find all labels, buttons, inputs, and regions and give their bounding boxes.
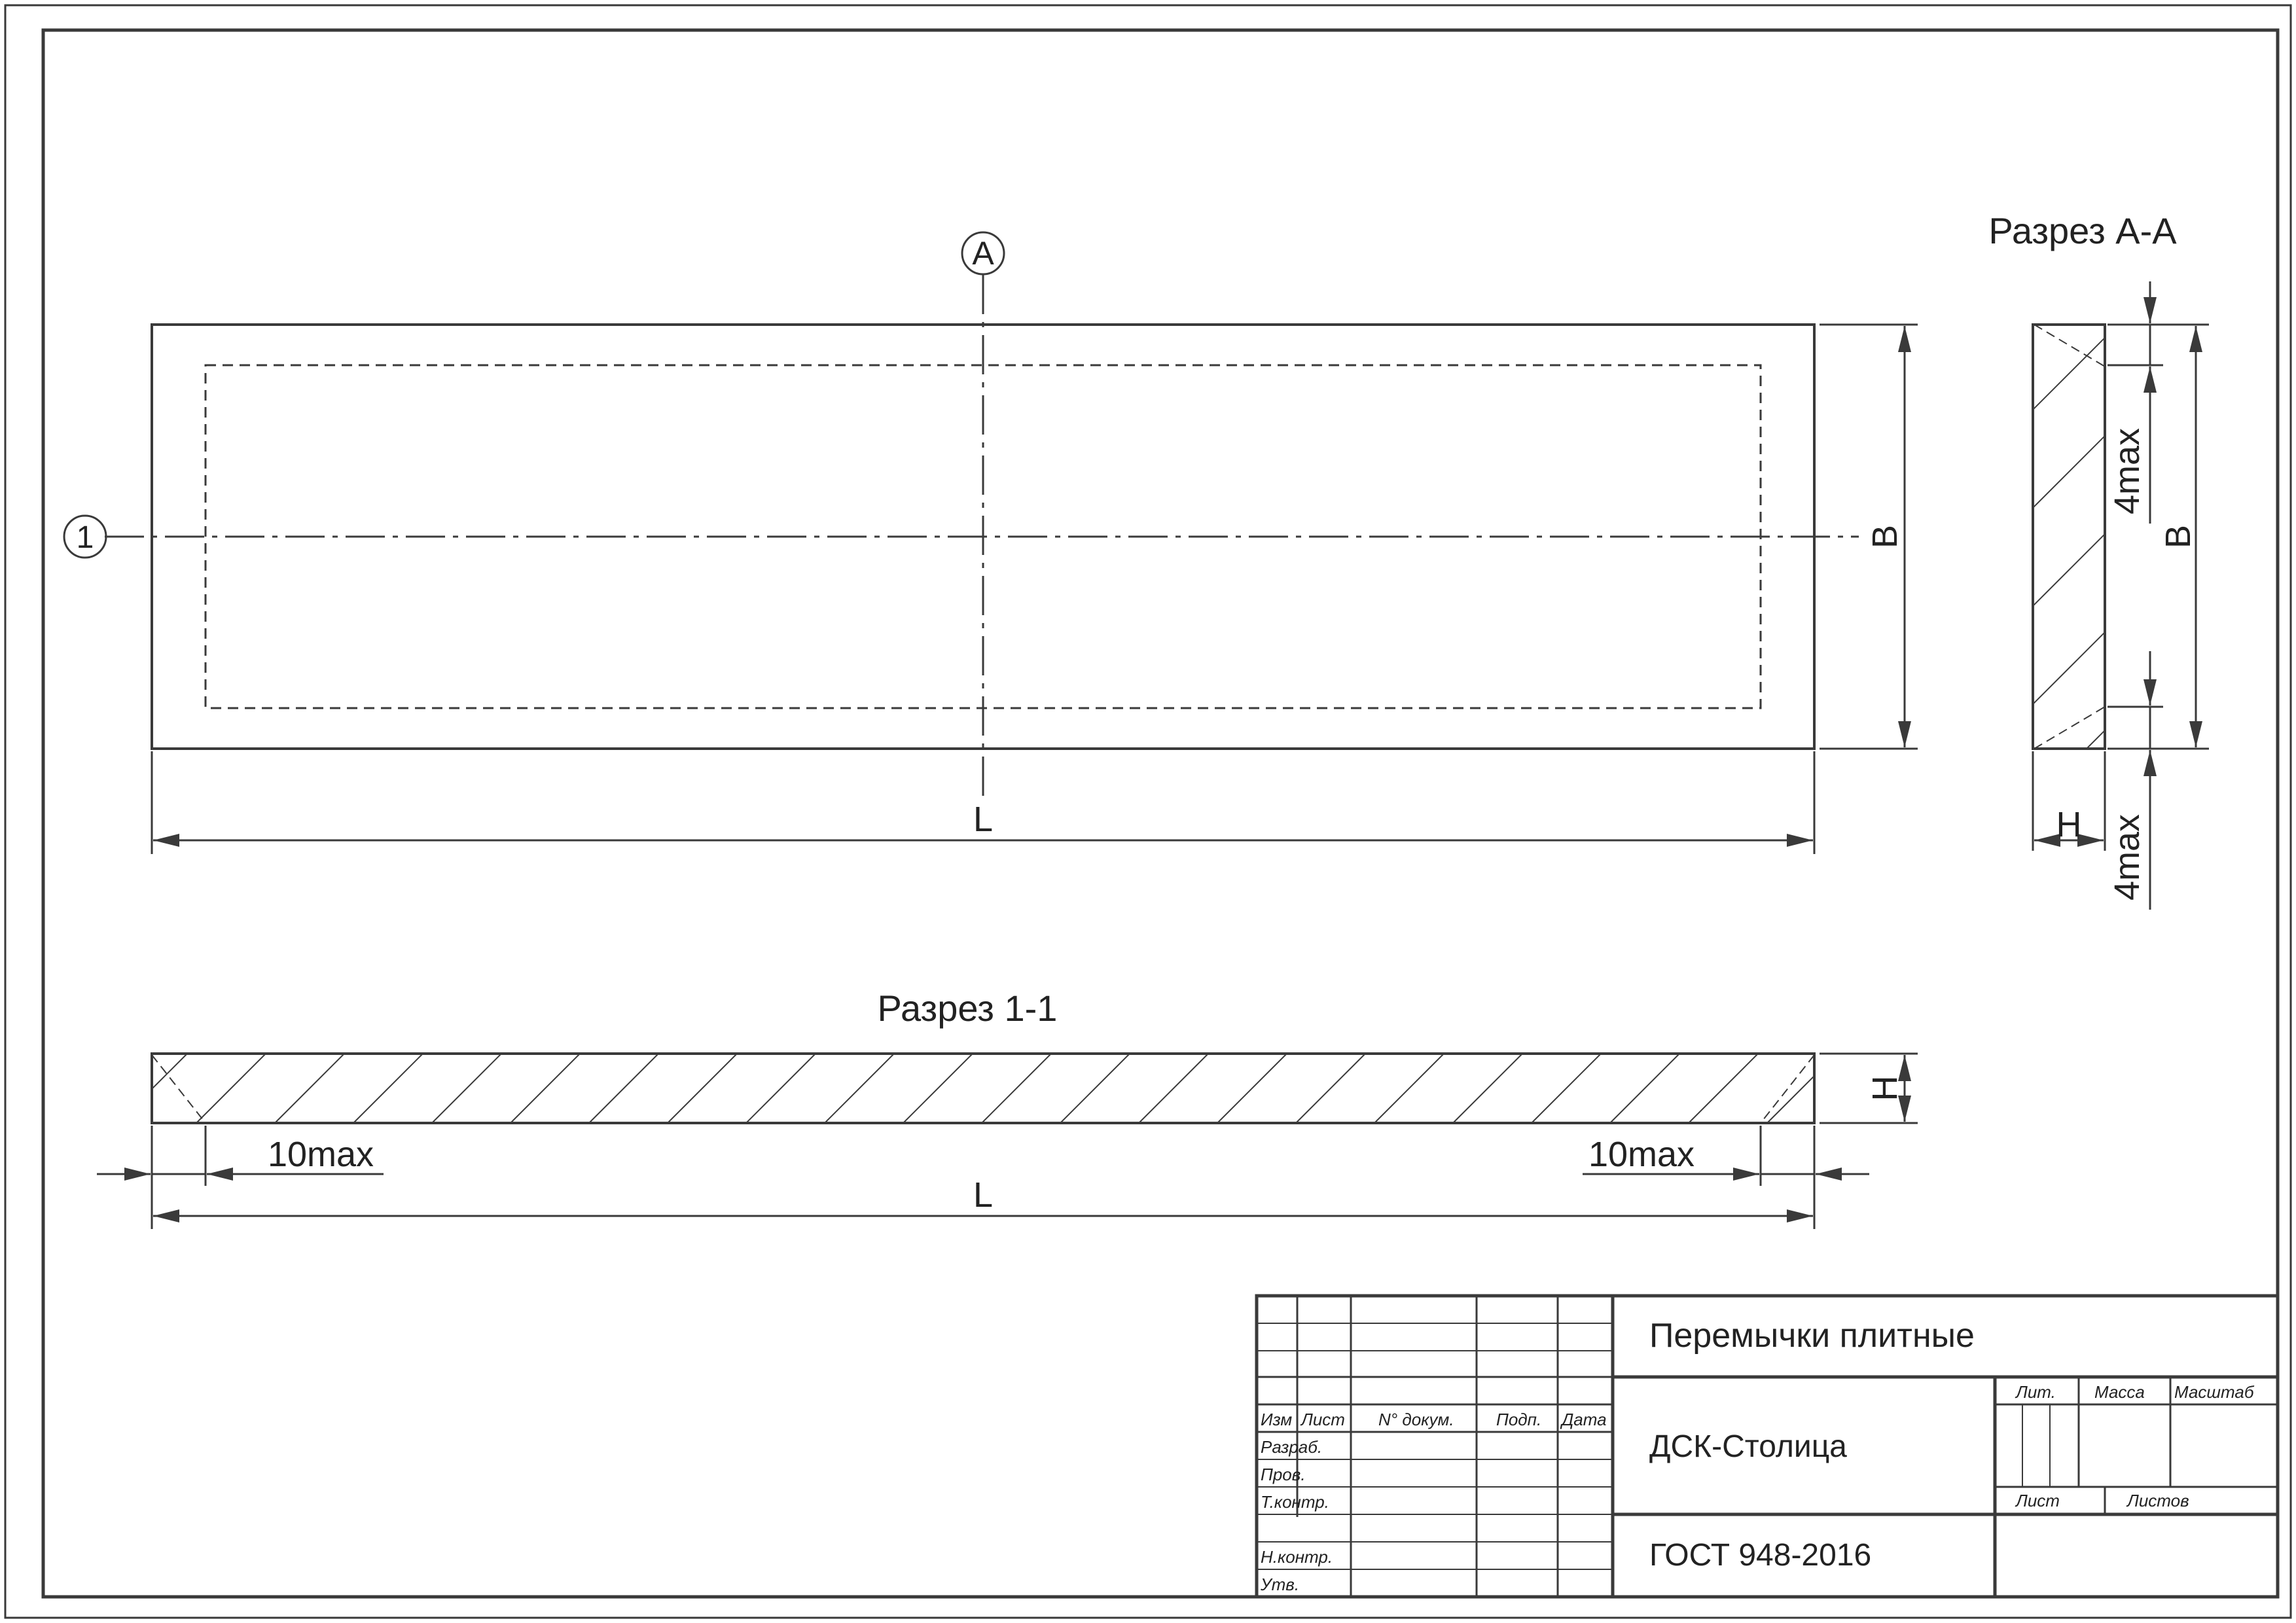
section-11-dimension-10max-left-label: 10max <box>268 1135 374 1174</box>
label-checker: Пров. <box>1261 1465 1306 1484</box>
plan-dimension-L-label: L <box>973 800 993 839</box>
label-doc-no: N° докум. <box>1378 1410 1454 1429</box>
section-aa <box>2032 323 2106 750</box>
section-11-dimension-H-label: H <box>1865 1076 1905 1101</box>
label-scale: Масштаб <box>2174 1382 2255 1402</box>
cut-marker-a: А <box>961 231 1005 276</box>
plan-dimension-B <box>1820 323 1918 750</box>
label-izm: Изм <box>1261 1410 1292 1429</box>
section-aa-outline <box>2032 323 2106 750</box>
title-block <box>1255 1294 2280 1599</box>
section-11-title: Разрез 1-1 <box>878 988 1058 1029</box>
plan-dimension-B-label: B <box>1865 525 1905 548</box>
sheet-border <box>4 4 2292 1619</box>
label-lit: Лит. <box>2015 1382 2056 1402</box>
standard-reference: ГОСТ 948-2016 <box>1649 1538 1871 1573</box>
drawing-frame <box>41 28 2280 1599</box>
section-aa-title: Разрез А-А <box>1988 210 2177 251</box>
product-name: Перемычки плитные <box>1649 1317 1975 1355</box>
label-sheet: Лист <box>2015 1491 2060 1510</box>
section-11 <box>151 1052 1816 1124</box>
cut-marker-1-label: 1 <box>77 520 94 555</box>
section-11-dimensions <box>97 1052 1918 1229</box>
section-aa-dimension-H-label: H <box>2056 805 2082 844</box>
label-developer: Разраб. <box>1261 1437 1322 1457</box>
section-aa-dimension-B-label: B <box>2159 525 2198 548</box>
label-tech-control: Т.контр. <box>1261 1492 1329 1512</box>
organization-name: ДСК-Столица <box>1649 1429 1847 1464</box>
section-aa-dimension-4max-top-label: 4max <box>2108 428 2147 514</box>
label-sign: Подп. <box>1496 1410 1541 1429</box>
cut-marker-a-label: А <box>972 235 994 272</box>
label-mass: Масса <box>2094 1382 2145 1402</box>
section-aa-dimensions <box>2032 281 2209 910</box>
title-block-labels: Изм Лист N° докум. Подп. Дата Разраб. Пр… <box>1260 1382 2255 1594</box>
plan-view <box>105 275 1859 802</box>
section-11-dimension-L-label: L <box>973 1175 993 1215</box>
section-11-dimension-10max-right-label: 10max <box>1588 1135 1695 1174</box>
section-aa-dimension-4max-bottom-label: 4max <box>2108 814 2147 901</box>
label-sheets: Листов <box>2126 1491 2189 1510</box>
label-date: Дата <box>1560 1410 1607 1429</box>
label-list: Лист <box>1300 1410 1345 1429</box>
label-approved: Утв. <box>1260 1575 1299 1594</box>
plan-dimension-L <box>151 751 1816 854</box>
cut-marker-1: 1 <box>63 514 107 559</box>
label-norm-control: Н.контр. <box>1261 1547 1333 1567</box>
section-11-outline <box>151 1052 1816 1124</box>
